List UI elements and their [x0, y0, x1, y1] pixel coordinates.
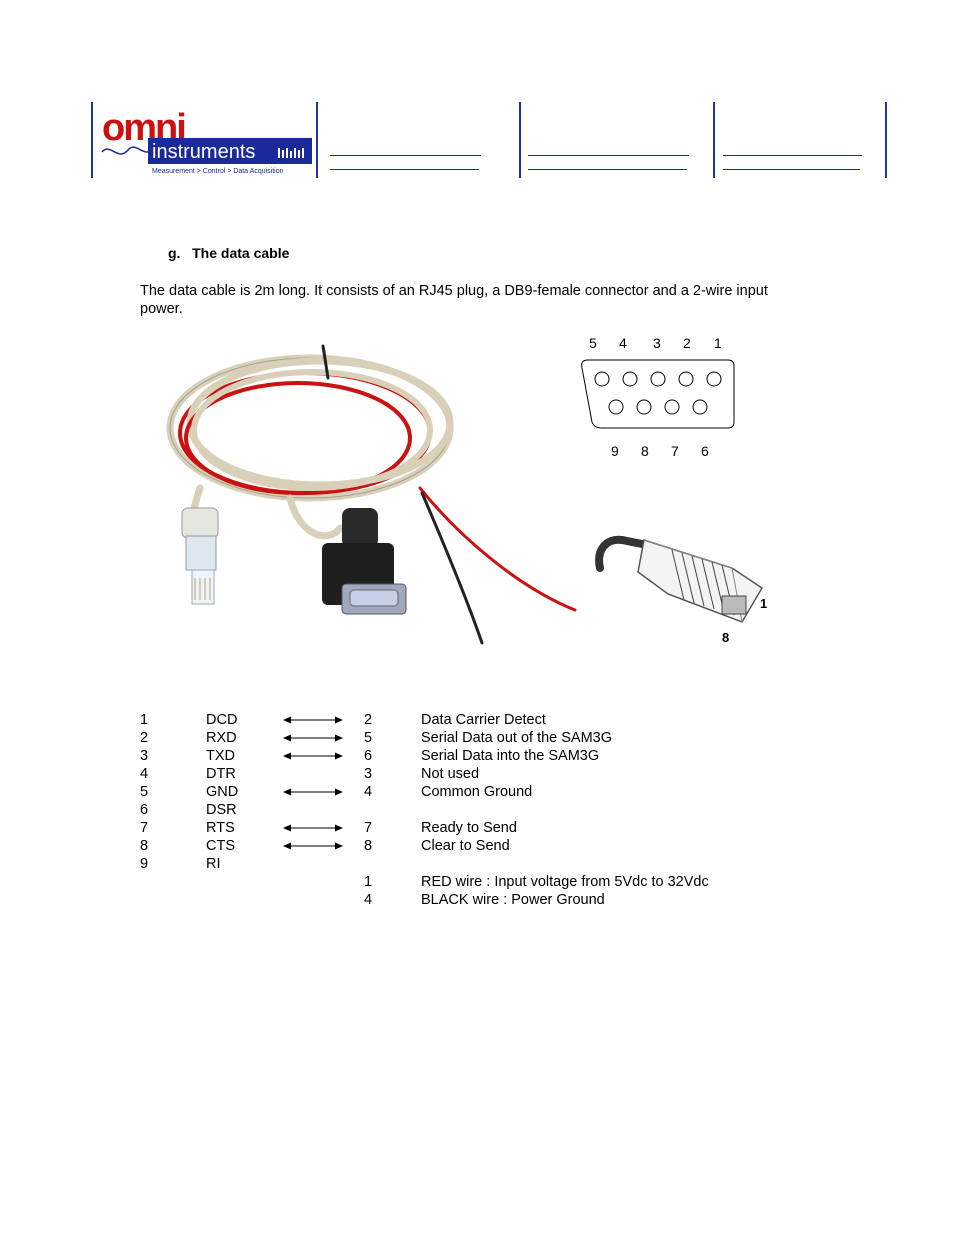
header-rule [528, 169, 687, 170]
db9-top-pin-label: 3 [653, 335, 661, 351]
table-row: 4 BLACK wire : Power Ground [0, 891, 954, 909]
header-rule [528, 155, 689, 156]
db9-pin-cell: 1 [140, 712, 149, 728]
rj45-pin-cell: 8 [364, 838, 373, 854]
description-cell: Not used [421, 766, 480, 782]
signal-cell: DSR [206, 802, 237, 818]
db9-pin-cell: 2 [140, 730, 149, 746]
db9-bottom-pin-label: 7 [671, 443, 679, 459]
description-cell: Serial Data out of the SAM3G [421, 730, 613, 746]
header-divider [316, 102, 318, 178]
db9-pin-cell: 8 [140, 838, 149, 854]
logo-tagline: Measurement > Control > Data Acquisition [152, 168, 284, 175]
db9-pin-cell: 3 [140, 748, 149, 764]
header-divider [885, 102, 887, 178]
db9-connector-image [322, 508, 407, 615]
header-divider [713, 102, 715, 178]
bidirectional-arrow-icon [283, 824, 343, 832]
rj45-pin-cell: 1 [364, 874, 373, 890]
rj45-pin-first-label: 1 [760, 596, 767, 611]
header-rule [723, 169, 860, 170]
db9-bottom-pin-label: 6 [701, 443, 709, 459]
rj45-pin-cell: 2 [364, 712, 373, 728]
db9-pin-cell: 4 [140, 766, 149, 782]
description-cell: Clear to Send [421, 838, 510, 854]
description-cell: Common Ground [421, 784, 533, 800]
header-rule [723, 155, 862, 156]
rj45-plug-image [181, 507, 219, 605]
rj45-pin-cell: 4 [364, 784, 373, 800]
signal-cell: TXD [206, 748, 235, 764]
table-row: 6 DSR [0, 801, 954, 819]
header-divider [91, 102, 93, 178]
rj45-pin-cell: 3 [364, 766, 373, 782]
db9-pin-cell: 5 [140, 784, 149, 800]
db9-pin-cell: 7 [140, 820, 149, 836]
signal-cell: GND [206, 784, 239, 800]
header-divider [519, 102, 521, 178]
description-cell: Serial Data into the SAM3G [421, 748, 600, 764]
db9-bottom-pin-label: 8 [641, 443, 649, 459]
rj45-pin-cell: 4 [364, 892, 373, 908]
table-row: 5 GND 4 Common Ground [0, 783, 954, 801]
company-logo: omni instruments Measurement > Control >… [100, 104, 312, 176]
db9-top-pin-label: 5 [589, 335, 597, 351]
bidirectional-arrow-icon [283, 752, 343, 760]
table-row: 8 CTS 8 Clear to Send [0, 837, 954, 855]
rj45-pin-drawing: 1 8 [592, 510, 778, 650]
rj45-pin-cell: 5 [364, 730, 373, 746]
db9-top-pin-label: 4 [619, 335, 627, 351]
description-cell: BLACK wire : Power Ground [421, 892, 605, 908]
header-rule [330, 155, 481, 156]
table-row: 3 TXD 6 Serial Data into the SAM3G [0, 747, 954, 765]
db9-pin-diagram [580, 358, 736, 430]
signal-cell: RXD [206, 730, 237, 746]
db9-top-pin-label: 2 [683, 335, 691, 351]
bidirectional-arrow-icon [283, 788, 343, 796]
bidirectional-arrow-icon [283, 716, 343, 724]
table-row: 7 RTS 7 Ready to Send [0, 819, 954, 837]
section-paragraph: The data cable is 2m long. It consists o… [140, 283, 768, 317]
data-cable-photo [160, 338, 580, 658]
rj45-pin-cell: 7 [364, 820, 373, 836]
table-row: 4 DTR 3 Not used [0, 765, 954, 783]
table-row: 1 DCD 2 Data Carrier Detect [0, 711, 954, 729]
description-cell: RED wire : Input voltage from 5Vdc to 32… [421, 874, 709, 890]
signal-cell: DTR [206, 766, 236, 782]
logo-brand-bottom: instruments [152, 141, 255, 163]
bidirectional-arrow-icon [283, 734, 343, 742]
signal-cell: RTS [206, 820, 235, 836]
table-row: 1 RED wire : Input voltage from 5Vdc to 3… [0, 873, 954, 891]
db9-pin-cell: 6 [140, 802, 149, 818]
db9-pin-cell: 9 [140, 856, 149, 872]
db9-bottom-pin-label: 9 [611, 443, 619, 459]
rj45-pin-last-label: 8 [722, 630, 729, 645]
table-row: 9 RI [0, 855, 954, 873]
signal-cell: DCD [206, 712, 238, 728]
signal-cell: CTS [206, 838, 235, 854]
section-heading: g. The data cable [168, 245, 290, 261]
rj45-pin-cell: 6 [364, 748, 373, 764]
db9-top-pin-label: 1 [714, 335, 722, 351]
description-cell: Data Carrier Detect [421, 712, 546, 728]
table-row: 2 RXD 5 Serial Data out of the SAM3G [0, 729, 954, 747]
description-cell: Ready to Send [421, 820, 517, 836]
bidirectional-arrow-icon [283, 842, 343, 850]
header-rule [330, 169, 479, 170]
signal-cell: RI [206, 856, 221, 872]
